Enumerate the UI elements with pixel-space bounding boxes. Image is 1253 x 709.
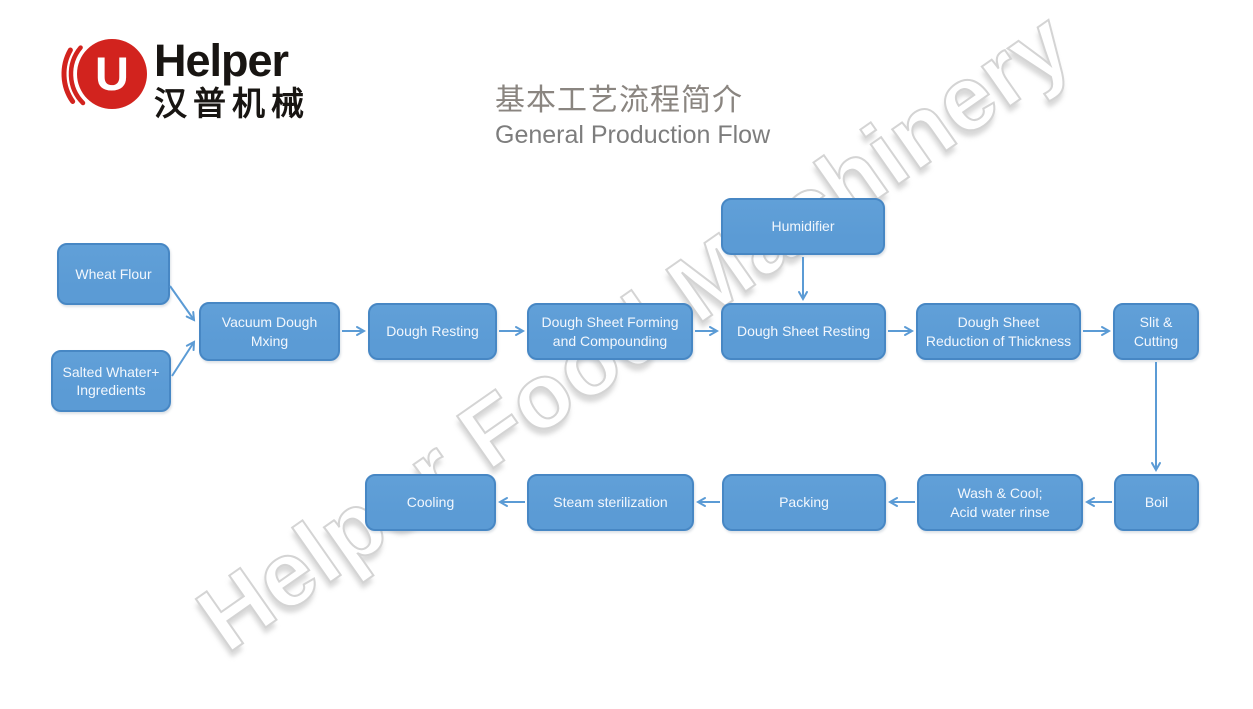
logo-text: Helper 汉普机械 bbox=[154, 34, 310, 120]
flow-box-dough-sheet-forming: Dough Sheet Forming and Compounding bbox=[527, 303, 693, 360]
flow-box-salted-water: Salted Whater+ Ingredients bbox=[51, 350, 171, 412]
arrow-salted-water-to-vacuum bbox=[171, 340, 196, 377]
slide-title-chinese: 基本工艺流程简介 bbox=[495, 83, 743, 118]
slide-title-english: General Production Flow bbox=[495, 121, 771, 149]
helper-logo-icon: U bbox=[61, 39, 147, 109]
logo-letter-u: U bbox=[95, 47, 129, 100]
flow-box-dough-sheet-resting: Dough Sheet Resting bbox=[721, 303, 886, 360]
flow-box-dough-sheet-reduction: Dough Sheet Reduction of Thickness bbox=[916, 303, 1081, 360]
brand-name-chinese: 汉普机械 bbox=[154, 84, 310, 123]
brand-name: Helper bbox=[154, 35, 289, 86]
helper-logo: U Helper 汉普机械 bbox=[58, 34, 310, 120]
flow-box-cooling: Cooling bbox=[365, 474, 496, 531]
flow-box-packing: Packing bbox=[722, 474, 886, 531]
flow-box-wheat-flour: Wheat Flour bbox=[57, 243, 170, 305]
flow-box-steam-sterilization: Steam sterilization bbox=[527, 474, 694, 531]
flow-box-vacuum-dough-mixing: Vacuum Dough Mxing bbox=[199, 302, 340, 361]
flow-box-humidifier: Humidifier bbox=[721, 198, 885, 255]
slide-title: 基本工艺流程简介 General Production Flow bbox=[495, 84, 770, 150]
flow-box-dough-resting: Dough Resting bbox=[368, 303, 497, 360]
flow-box-boil: Boil bbox=[1114, 474, 1199, 531]
flow-box-slit-cutting: Slit & Cutting bbox=[1113, 303, 1199, 360]
flow-box-wash-cool: Wash & Cool; Acid water rinse bbox=[917, 474, 1083, 531]
arrow-wheat-flour-to-vacuum bbox=[169, 285, 196, 322]
